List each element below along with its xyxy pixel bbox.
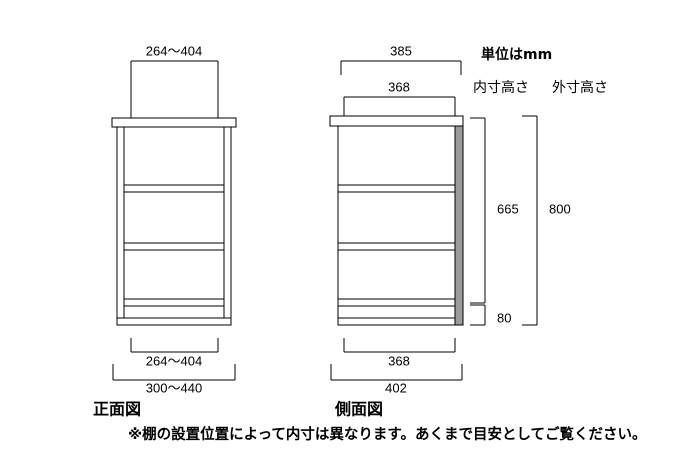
front-shelf-2 — [123, 242, 225, 251]
side-bottom-outer-depth-label: 402 — [385, 380, 407, 395]
side-carcass — [337, 125, 464, 326]
front-bottom-outer-width-dimension — [112, 364, 236, 381]
side-shelf-3 — [337, 298, 456, 307]
side-view-group: 385 368 368 402 側面図 — [329, 43, 464, 419]
front-view-group: 264～404 264～404 300～440 正面図 — [93, 43, 237, 419]
side-view-caption: 側面図 — [334, 400, 383, 419]
shelf-position-footnote: ※棚の設置位置によって内寸は異なります。あくまで目安としてご覧ください。 — [128, 425, 647, 443]
side-shelf-2 — [337, 242, 456, 251]
base-height-value-label: 80 — [497, 310, 511, 325]
inner-height-title-label: 内寸高さ — [473, 79, 529, 96]
base-height-dimension — [470, 304, 486, 326]
outer-height-title-label: 外寸高さ — [552, 79, 608, 96]
side-top-inner-depth-label: 368 — [388, 79, 410, 94]
front-bottom-board — [116, 317, 232, 326]
side-top-board — [329, 115, 464, 127]
front-left-side-panel — [116, 126, 125, 326]
side-bottom-inner-depth-dimension — [343, 338, 456, 353]
front-top-inner-width-label: 264～404 — [146, 43, 202, 58]
inner-height-dimension — [470, 117, 486, 304]
side-top-inner-depth-dimension — [343, 96, 456, 118]
side-bottom-inner-depth-label: 368 — [388, 353, 410, 368]
front-top-board — [111, 117, 237, 128]
height-dimension-group: 665 80 800 内寸高さ 外寸高さ — [470, 79, 608, 326]
inner-height-value-label: 665 — [497, 201, 519, 216]
front-right-side-panel — [223, 126, 232, 326]
front-top-inner-width-dimension — [130, 60, 219, 119]
front-view-caption: 正面図 — [93, 400, 141, 419]
front-bottom-inner-width-label: 264～404 — [146, 353, 202, 368]
front-shelf-1 — [123, 184, 225, 193]
outer-height-value-label: 800 — [549, 201, 571, 216]
side-top-outer-depth-dimension — [340, 60, 462, 75]
side-bottom-outer-depth-dimension — [330, 364, 463, 381]
side-bottom-board — [337, 317, 456, 326]
side-cabinet-body — [329, 115, 464, 326]
front-bottom-inner-width-dimension — [130, 338, 219, 353]
side-back-panel — [454, 125, 464, 326]
front-bottom-outer-width-label: 300～440 — [146, 380, 202, 395]
side-top-outer-depth-label: 385 — [390, 43, 412, 58]
side-shelf-1 — [337, 184, 456, 193]
front-carcass — [116, 126, 232, 326]
front-cabinet-body — [111, 117, 237, 326]
front-shelf-3 — [123, 298, 225, 307]
outer-height-dimension — [522, 115, 538, 326]
units-note-label: 単位はmm — [481, 46, 552, 63]
